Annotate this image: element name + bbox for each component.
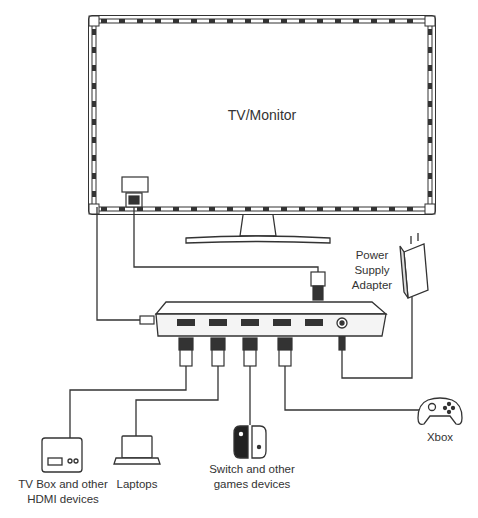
led-segment — [389, 19, 395, 23]
device-label: TV Box and other HDMI devices — [4, 477, 122, 507]
led-segment — [119, 19, 125, 23]
wires — [70, 207, 420, 438]
led-segment — [428, 47, 432, 53]
led-segment — [281, 207, 287, 211]
led-segment — [263, 19, 269, 23]
led-segment — [281, 19, 287, 23]
xbox-controller-icon — [418, 398, 462, 424]
tv-stand — [186, 215, 330, 243]
led-segment — [191, 19, 197, 23]
led-strip — [89, 16, 435, 214]
led-segment — [428, 173, 432, 179]
strip-corner — [425, 204, 435, 214]
camera-box — [122, 177, 148, 207]
strip-corner — [89, 16, 99, 26]
led-segment — [209, 207, 215, 211]
led-segment — [92, 83, 96, 89]
led-segment — [92, 101, 96, 107]
led-segment — [353, 207, 359, 211]
led-segment — [428, 137, 432, 143]
led-segment — [227, 207, 233, 211]
led-segment — [101, 207, 107, 211]
led-segment — [137, 207, 143, 211]
led-segment — [92, 137, 96, 143]
device-label: Xbox — [420, 430, 460, 445]
led-segment — [155, 19, 161, 23]
led-segment — [119, 207, 125, 211]
led-segment — [92, 191, 96, 197]
led-segment — [245, 19, 251, 23]
led-segment — [389, 207, 395, 211]
led-segment — [317, 207, 323, 211]
led-segment — [353, 19, 359, 23]
led-segment — [428, 65, 432, 71]
sync-box — [156, 302, 386, 336]
led-segment — [92, 119, 96, 125]
strip-corner — [425, 16, 435, 26]
led-segment — [263, 207, 269, 211]
led-segment — [428, 191, 432, 197]
node-label: TV/Monitor — [228, 107, 296, 124]
led-segment — [428, 155, 432, 161]
led-segment — [371, 207, 377, 211]
led-segment — [92, 173, 96, 179]
hdmi-port — [305, 319, 323, 326]
power-adapter — [400, 233, 428, 298]
led-segment — [407, 207, 413, 211]
led-segment — [299, 207, 305, 211]
device-label: Laptops — [107, 477, 167, 492]
led-segment — [173, 207, 179, 211]
led-segment — [407, 19, 413, 23]
led-segment — [101, 19, 107, 23]
power-adapter-label: Power Supply Adapter — [337, 248, 407, 293]
led-segment — [428, 101, 432, 107]
led-segment — [92, 155, 96, 161]
hdmi-port — [177, 319, 195, 326]
hdmi-port — [209, 319, 227, 326]
led-segment — [209, 19, 215, 23]
led-segment — [245, 207, 251, 211]
hdmi-port — [241, 319, 259, 326]
laptop-icon — [114, 436, 160, 464]
led-segment — [137, 19, 143, 23]
tv-box-icon — [42, 438, 82, 472]
led-segment — [428, 83, 432, 89]
tv-screen: TV/Monitor — [88, 15, 436, 215]
led-segment — [155, 207, 161, 211]
led-segment — [335, 19, 341, 23]
led-segment — [317, 19, 323, 23]
led-segment — [173, 19, 179, 23]
device-label: Switch and other games devices — [200, 462, 304, 492]
led-segment — [191, 207, 197, 211]
led-segment — [92, 65, 96, 71]
switch-icon — [234, 426, 266, 458]
led-segment — [299, 19, 305, 23]
led-segment — [428, 29, 432, 35]
led-segment — [335, 207, 341, 211]
led-segment — [92, 29, 96, 35]
led-segment — [428, 119, 432, 125]
led-segment — [227, 19, 233, 23]
led-segment — [371, 19, 377, 23]
led-segment — [92, 47, 96, 53]
hdmi-port — [273, 319, 291, 326]
